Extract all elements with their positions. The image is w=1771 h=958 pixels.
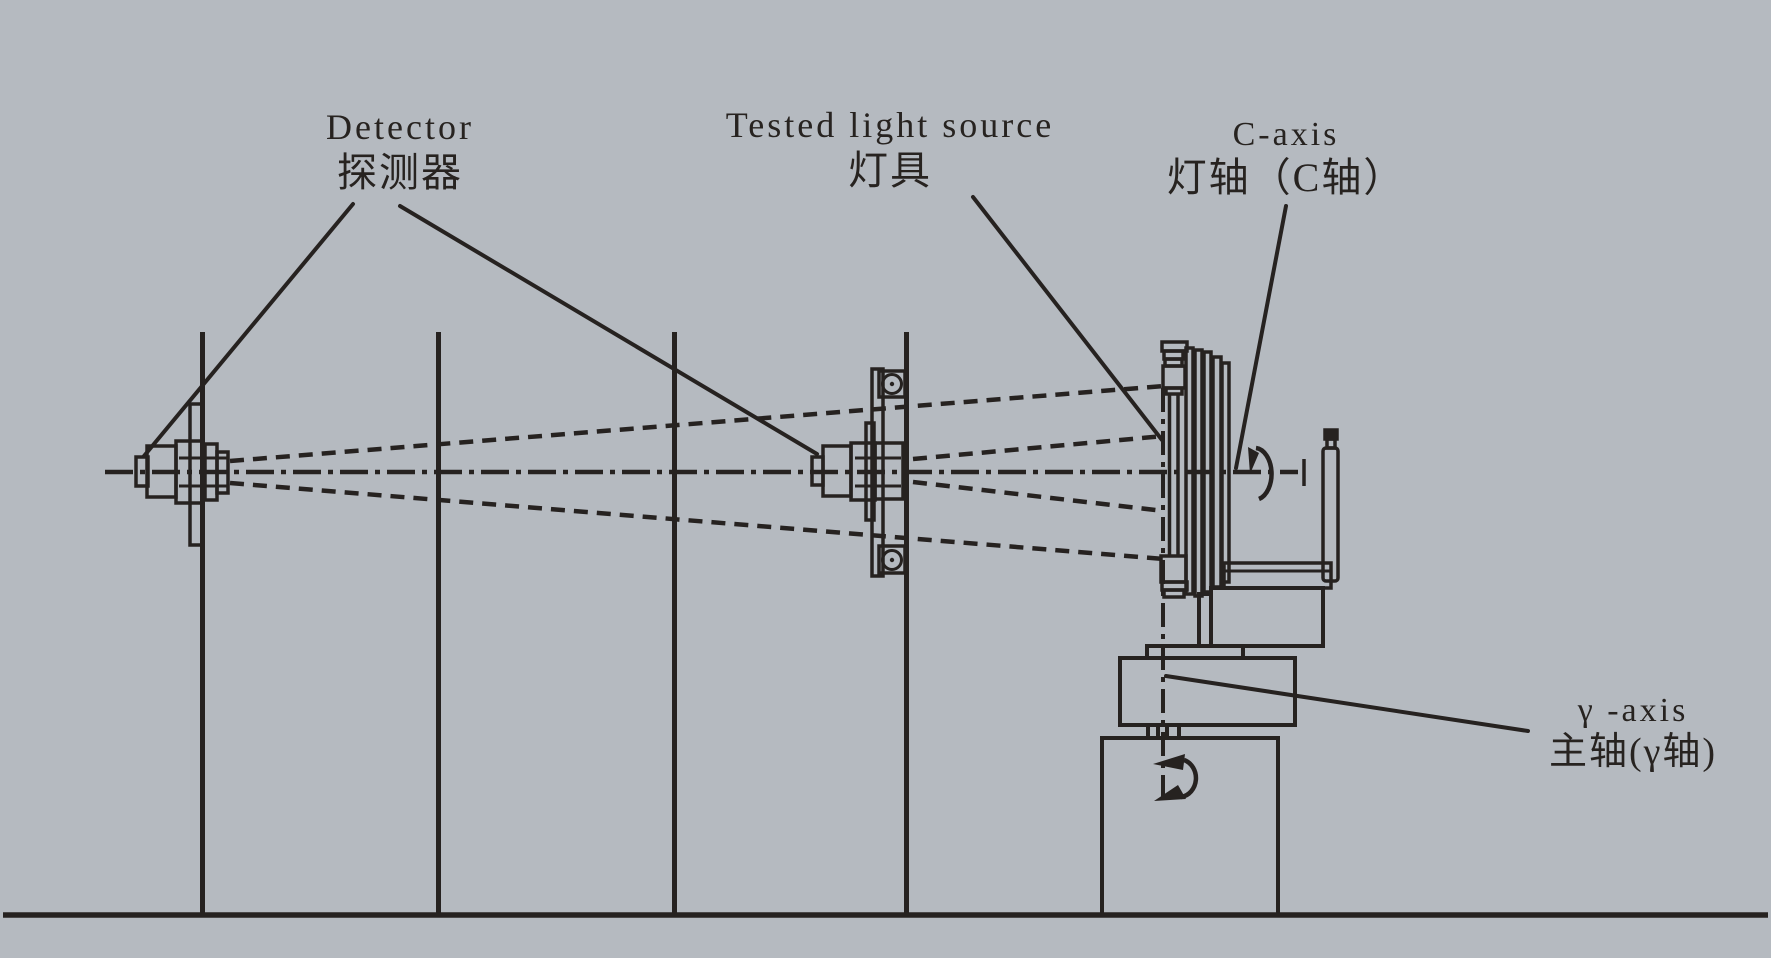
detector-body-section [174, 439, 204, 505]
detector-aperture-section [215, 450, 230, 495]
support-arm [1222, 561, 1333, 590]
base-pedestal-box [1100, 736, 1280, 917]
gamma-axis-label-en: γ -axis [1577, 692, 1689, 729]
mount-clamp-top [877, 369, 907, 399]
far-detector-mount-plate [870, 367, 885, 578]
beam-ray [912, 433, 1165, 462]
c-axis-label-en: C-axis [1232, 116, 1340, 153]
light-source-leader [971, 195, 1164, 442]
light-beam-rays [229, 383, 1165, 562]
clamp-roller-bottom-dot [889, 557, 895, 563]
c-axis-arrowhead-icon [1248, 447, 1259, 474]
gamma-axis-leader [1164, 674, 1530, 733]
gamma-axis-label: γ -axis 主轴(γ轴) [1483, 692, 1771, 775]
c-axis-label-zh: 灯轴（C轴） [1166, 155, 1406, 201]
turntable-box [1118, 656, 1297, 727]
far-detector-body-section [873, 441, 905, 501]
mounting-stands [200, 332, 909, 913]
detector-label-en: Detector [326, 107, 474, 147]
gamma-axis-arrowhead-icon [1154, 785, 1186, 801]
detector-unit [134, 402, 230, 547]
c-axis-label: C-axis 灯轴（C轴） [1136, 116, 1436, 201]
leader-lines [142, 195, 1530, 733]
detector-leader-right [398, 204, 819, 456]
c-axis-plate [1211, 355, 1223, 589]
goniometer-base [1100, 586, 1325, 917]
clamp-roller-top-dot [889, 381, 895, 387]
c-axis-rotation-arrow-icon [1255, 445, 1274, 502]
tested-light-source-label-zh: 灯具 [848, 147, 932, 193]
mount-clamp-bottom [877, 544, 907, 575]
far-detector-unit [810, 367, 907, 578]
goniometer-head [1159, 340, 1340, 599]
beam-ray [912, 479, 1165, 514]
gamma-axis-label-zh: 主轴(γ轴) [1548, 731, 1718, 774]
tested-light-source-label: Tested light source 灯具 [688, 105, 1092, 194]
detector-label-zh: 探测器 [337, 149, 463, 195]
lamp-clamp-top-slab [1164, 386, 1184, 396]
rotation-arrows [1153, 445, 1274, 801]
c-axis-motor-box [1209, 586, 1325, 648]
beam-ray [229, 383, 1165, 464]
gamma-axis-rotation-arrow-icon [1180, 757, 1199, 800]
gamma-axis-arrowhead-icon [1153, 754, 1185, 770]
tested-light-source-label-en: Tested light source [725, 105, 1055, 145]
detector-label: Detector 探测器 [250, 107, 550, 196]
head-bottom-knob-slab [1162, 588, 1186, 599]
c-axis-leader [1234, 204, 1288, 470]
beam-ray [229, 480, 1165, 562]
counterweight-rod [1321, 446, 1340, 583]
lamp-clamp-top-block [1161, 364, 1187, 390]
detector-leader-left [142, 202, 355, 458]
clamp-roller-bottom [881, 549, 903, 571]
clamp-roller-top [881, 373, 903, 395]
c-axis-plate [1184, 346, 1195, 596]
